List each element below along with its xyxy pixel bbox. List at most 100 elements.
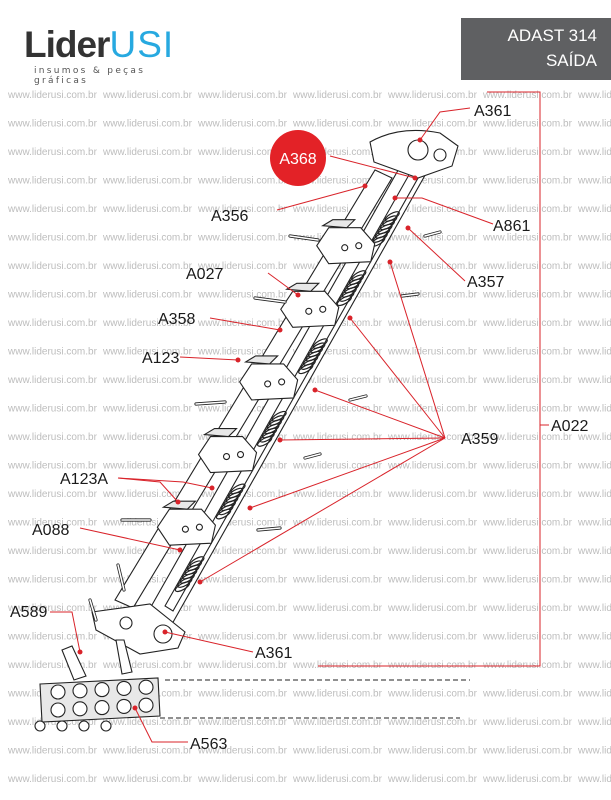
watermark-text: www.liderusi.com.br	[197, 575, 288, 586]
watermark-text: www.liderusi.com.br	[292, 518, 383, 529]
watermark-text: www.liderusi.com.br	[7, 603, 98, 614]
watermark-text: www.liderusi.com.br	[577, 176, 611, 187]
watermark-text: www.liderusi.com.br	[292, 603, 383, 614]
watermark-text: www.liderusi.com.br	[102, 204, 193, 215]
chain-roller	[138, 697, 154, 713]
watermark-text: www.liderusi.com.br	[7, 660, 98, 671]
watermark-text: www.liderusi.com.br	[7, 318, 98, 329]
watermark-text: www.liderusi.com.br	[387, 518, 478, 529]
watermark-text: www.liderusi.com.br	[197, 347, 288, 358]
watermark-text: www.liderusi.com.br	[197, 746, 288, 757]
watermark-text: www.liderusi.com.br	[197, 261, 288, 272]
watermark-text: www.liderusi.com.br	[292, 774, 383, 785]
watermark-text: www.liderusi.com.br	[577, 432, 611, 443]
watermark-text: www.liderusi.com.br	[577, 717, 611, 728]
watermark-text: www.liderusi.com.br	[7, 147, 98, 158]
watermark-text: www.liderusi.com.br	[577, 689, 611, 700]
watermark-text: www.liderusi.com.br	[7, 119, 98, 130]
watermark-text: www.liderusi.com.br	[292, 717, 383, 728]
label-a022: A022	[551, 418, 588, 435]
watermark-text: www.liderusi.com.br	[387, 404, 478, 415]
part-labels: A361 A368 A356 A861 A027 A357 A358 A123 …	[10, 103, 588, 753]
chain-roller	[72, 683, 88, 699]
watermark-text: www.liderusi.com.br	[292, 404, 383, 415]
watermark-text: www.liderusi.com.br	[292, 90, 383, 101]
watermark-text: www.liderusi.com.br	[292, 347, 383, 358]
watermark-text: www.liderusi.com.br	[292, 489, 383, 500]
watermark-text: www.liderusi.com.br	[482, 233, 573, 244]
chain-roller	[94, 700, 110, 716]
watermark-text: www.liderusi.com.br	[387, 461, 478, 472]
watermark-text: www.liderusi.com.br	[387, 261, 478, 272]
watermark-text: www.liderusi.com.br	[577, 746, 611, 757]
watermark-text: www.liderusi.com.br	[482, 261, 573, 272]
watermark-text: www.liderusi.com.br	[7, 176, 98, 187]
watermark-text: www.liderusi.com.br	[7, 746, 98, 757]
watermark-text: www.liderusi.com.br	[387, 318, 478, 329]
watermark-text: www.liderusi.com.br	[197, 119, 288, 130]
label-a123: A123	[142, 350, 179, 367]
watermark-text: www.liderusi.com.br	[292, 147, 383, 158]
watermark-text: www.liderusi.com.br	[197, 546, 288, 557]
watermark-text: www.liderusi.com.br	[577, 204, 611, 215]
section-title: SAÍDA	[545, 51, 597, 70]
watermark-text: www.liderusi.com.br	[292, 119, 383, 130]
watermark-text: www.liderusi.com.br	[387, 575, 478, 586]
watermark-text: www.liderusi.com.br	[482, 347, 573, 358]
watermark-text: www.liderusi.com.br	[7, 90, 98, 101]
watermark-text: www.liderusi.com.br	[102, 119, 193, 130]
watermark-text: www.liderusi.com.br	[577, 147, 611, 158]
watermark-text: www.liderusi.com.br	[292, 432, 383, 443]
watermark-text: www.liderusi.com.br	[102, 746, 193, 757]
label-a361-bottom: A361	[255, 645, 292, 662]
watermark-text: www.liderusi.com.br	[577, 603, 611, 614]
watermark-text: www.liderusi.com.br	[197, 518, 288, 529]
watermark-text: www.liderusi.com.br	[102, 375, 193, 386]
gripper-shaft-assembly	[61, 129, 459, 681]
title-box: ADAST 314 SAÍDA	[461, 18, 611, 80]
watermark-text: www.liderusi.com.br	[577, 518, 611, 529]
exploded-parts-diagram: www.liderusi.com.br www.liderusi.com.br ww…	[7, 90, 611, 785]
watermark-text: www.liderusi.com.br	[292, 575, 383, 586]
watermark-text: www.liderusi.com.br	[387, 90, 478, 101]
watermark-text: www.liderusi.com.br	[102, 318, 193, 329]
watermark-text: www.liderusi.com.br	[387, 489, 478, 500]
watermark-text: www.liderusi.com.br	[102, 147, 193, 158]
watermark-text: www.liderusi.com.br	[387, 689, 478, 700]
chain-roller	[50, 702, 66, 718]
watermark-text: www.liderusi.com.br	[7, 404, 98, 415]
watermark-text: www.liderusi.com.br	[577, 774, 611, 785]
watermark-text: www.liderusi.com.br	[577, 318, 611, 329]
watermark-text: www.liderusi.com.br	[577, 575, 611, 586]
watermark-text: www.liderusi.com.br	[102, 660, 193, 671]
logo-brand-part1: Lider	[24, 24, 110, 65]
watermark-text: www.liderusi.com.br	[292, 746, 383, 757]
watermark-text: www.liderusi.com.br	[197, 233, 288, 244]
watermark-text: www.liderusi.com.br	[482, 518, 573, 529]
watermark-text: www.liderusi.com.br	[577, 375, 611, 386]
chain-a563	[34, 677, 470, 732]
watermark-text: www.liderusi.com.br	[482, 603, 573, 614]
watermark-text: www.liderusi.com.br	[482, 461, 573, 472]
watermark-text: www.liderusi.com.br	[482, 717, 573, 728]
label-a368: A368	[279, 151, 316, 168]
watermark-text: www.liderusi.com.br	[292, 546, 383, 557]
watermark-text: www.liderusi.com.br	[577, 404, 611, 415]
watermark-text: www.liderusi.com.br	[482, 290, 573, 301]
watermark-text: www.liderusi.com.br	[102, 347, 193, 358]
watermark-text: www.liderusi.com.br	[577, 461, 611, 472]
watermark-text: www.liderusi.com.br	[7, 461, 98, 472]
watermark-text: www.liderusi.com.br	[482, 689, 573, 700]
chain-roller	[72, 701, 88, 717]
watermark-text: www.liderusi.com.br	[482, 318, 573, 329]
spring-coil	[336, 295, 353, 307]
watermark-text: www.liderusi.com.br	[482, 375, 573, 386]
watermark-text: www.liderusi.com.br	[482, 147, 573, 158]
watermark-text: www.liderusi.com.br	[102, 489, 193, 500]
watermark-text: www.liderusi.com.br	[7, 375, 98, 386]
header: LiderUSI insumos & peças gráficas ADAST …	[0, 0, 611, 86]
watermark-text: www.liderusi.com.br	[102, 233, 193, 244]
watermark-text: www.liderusi.com.br	[387, 774, 478, 785]
watermark-text: www.liderusi.com.br	[197, 176, 288, 187]
watermark-text: www.liderusi.com.br	[197, 717, 288, 728]
